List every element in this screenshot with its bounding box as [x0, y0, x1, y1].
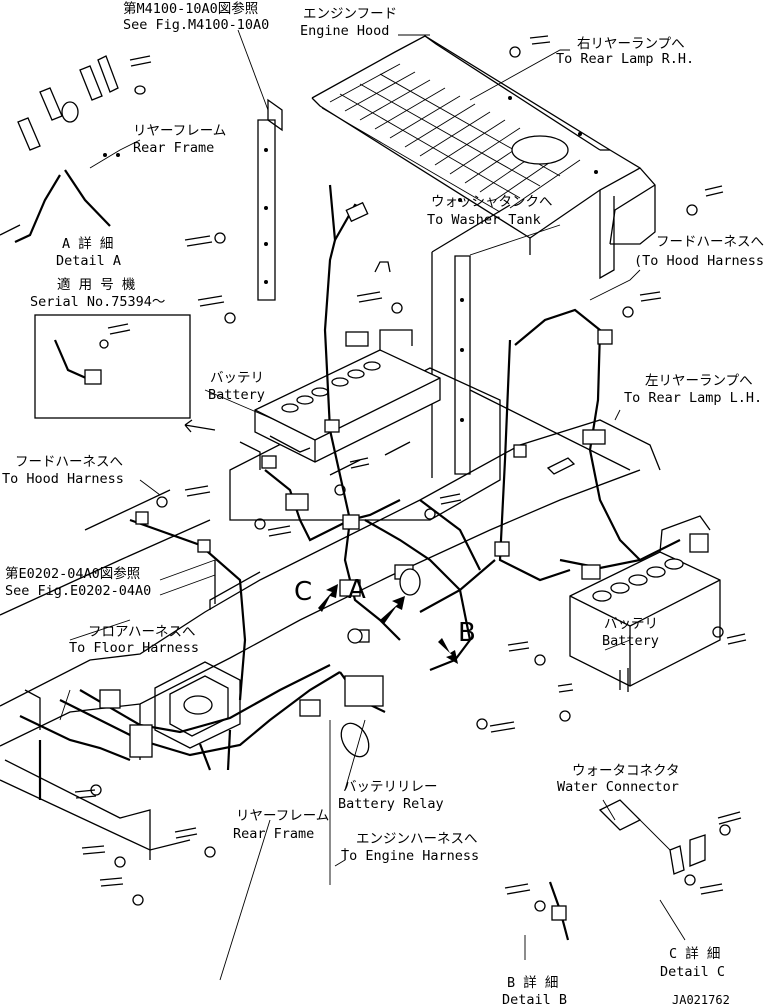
detail-c-parts — [598, 799, 742, 895]
detail-b-en-label: Detail B — [502, 992, 567, 1008]
engine-hood — [311, 35, 656, 255]
detail-b-jp-label: B 詳 細 — [507, 975, 558, 991]
detail-a-parts — [0, 55, 152, 243]
engine-harness-en-label: To Engine Harness — [341, 848, 479, 864]
drawing-number: JA021762 — [672, 993, 730, 1007]
callout-c-label: C — [294, 577, 312, 607]
serial-en-label: Serial No.75394～ — [30, 294, 165, 310]
hood-harness-left-jp-label: フードハーネスへ — [15, 454, 123, 470]
battery-right — [569, 515, 721, 692]
rear-lamp-rh-jp-label: 右リヤーランプへ — [577, 36, 685, 52]
rear-lamp-lh-jp-label: 左リヤーランプへ — [645, 373, 753, 389]
hood-harness-right-jp-label: フードハーネスへ — [656, 234, 764, 250]
see-e0202-en-label: See Fig.E0202-04A0 — [5, 583, 151, 599]
connectors — [99, 201, 613, 758]
detail-c-en-label: Detail C — [660, 964, 725, 980]
battery-relay-jp-label: バッテリリレー — [343, 779, 438, 795]
water-connector-jp-label: ウォータコネクタ — [572, 763, 679, 779]
washer-tank-en-label: To Washer Tank — [427, 212, 541, 228]
floor-harness-en-label: To Floor Harness — [69, 640, 199, 656]
detail-a-en-label: Detail A — [56, 253, 121, 269]
see-m4100-en-label: See Fig.M4100-10A0 — [123, 17, 269, 33]
battery-relay-en-label: Battery Relay — [338, 796, 444, 812]
battery-top-en-label: Battery — [208, 387, 265, 403]
engine-harness-jp-label: エンジンハーネスへ — [356, 831, 478, 847]
see-m4100-jp-label: 第M4100-10A0図参照 — [123, 0, 258, 17]
rear-frame — [0, 367, 661, 860]
engine-hood-jp-label: エンジンフード — [303, 6, 397, 22]
detail-b-parts — [504, 881, 570, 941]
hood-harness-left-en-label: To Hood Harness — [2, 471, 124, 487]
battery-top-jp-label: バッテリ — [210, 370, 264, 386]
floor-harness-jp-label: フロアハーネスへ — [88, 624, 195, 640]
battery-right-jp-label: バッテリ — [604, 616, 658, 632]
serial-number-box — [34, 314, 191, 419]
see-e0202-jp-label: 第E0202-04A0図参照 — [5, 565, 140, 582]
rear-frame-top-en-label: Rear Frame — [133, 140, 214, 156]
callout-arrows — [184, 419, 458, 664]
callout-b-label: B — [458, 618, 476, 648]
wire-harness — [19, 184, 681, 800]
rear-frame-bottom-jp-label: リヤーフレーム — [236, 808, 329, 824]
leader-lines — [59, 29, 686, 981]
serial-jp-label: 適 用 号 機 — [57, 276, 136, 293]
battery-right-en-label: Battery — [602, 633, 659, 649]
bolts — [74, 35, 747, 906]
washer-tank-jp-label: ウォッシャタンクへ — [431, 194, 553, 210]
detail-a-jp-label: A 詳 細 — [62, 236, 113, 252]
hood-side-rails — [257, 98, 615, 478]
rear-lamp-lh-en-label: To Rear Lamp L.H. — [624, 390, 762, 406]
detail-c-jp-label: C 詳 細 — [669, 946, 720, 962]
rear-lamp-rh-en-label: To Rear Lamp R.H. — [556, 51, 694, 67]
rear-frame-top-jp-label: リヤーフレーム — [133, 123, 226, 139]
hood-harness-right-en-label: (To Hood Harness — [634, 253, 764, 269]
battery-top — [239, 329, 441, 470]
callout-a-label: A — [348, 575, 366, 605]
rear-frame-bottom-en-label: Rear Frame — [233, 826, 314, 842]
water-connector-en-label: Water Connector — [557, 779, 679, 795]
engine-hood-en-label: Engine Hood — [300, 23, 389, 39]
